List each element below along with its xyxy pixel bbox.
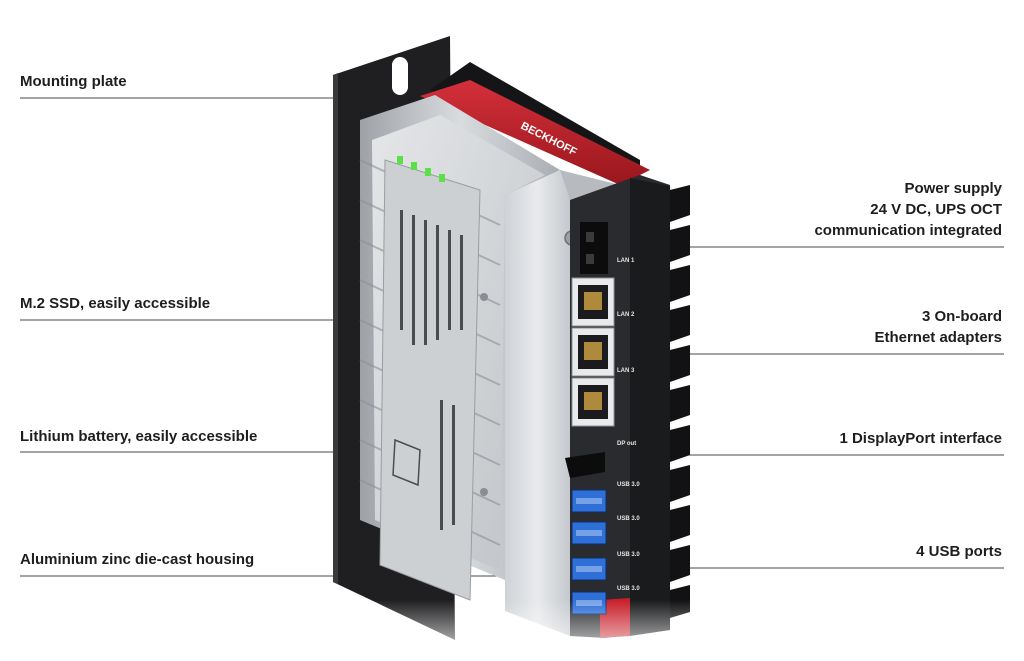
port-label-lan3: LAN 3 [617,368,635,374]
callout-displayport: 1 DisplayPort interface [839,428,1002,449]
usb-port-2 [571,521,607,545]
callout-displayport-text: 1 DisplayPort interface [839,430,1002,447]
power-connector [580,222,608,274]
side-cover [359,95,560,601]
callout-housing: Aluminium zinc die-cast housing [20,549,254,570]
port-label-usb3: USB 3.0 [617,552,640,558]
screw-icon [480,488,488,496]
callout-usb-text: 4 USB ports [916,543,1002,560]
callout-mounting-plate: Mounting plate [20,71,127,92]
port-label-usb2: USB 3.0 [617,516,640,522]
callout-power-supply-line-1: Power supply [904,180,1002,197]
status-leds [397,156,445,182]
type-plate [379,159,481,601]
connector-column: LAN 1 LAN 2 LAN 3 DP out USB 3.0 USB 3.0… [565,175,690,638]
port-label-usb1: USB 3.0 [617,482,640,488]
type-plate-text-lines [400,210,463,530]
callout-power-supply-line-3: communication integrated [814,222,1002,239]
callout-ethernet-line-2: Ethernet adapters [874,329,1002,346]
callout-power-supply: Power supply 24 V DC, UPS OCT communicat… [814,178,1002,241]
side-fins [670,185,690,618]
port-label-dp: DP out [617,441,636,447]
keyhole-slot [392,57,408,95]
callout-m2-ssd: M.2 SSD, easily accessible [20,293,210,314]
callout-ethernet-line-1: 3 On-board [921,308,1002,325]
callout-lithium-battery-text: Lithium battery, easily accessible [20,428,258,445]
displayport-port [565,452,605,478]
callout-housing-text: Aluminium zinc die-cast housing [20,551,255,568]
usb-port-1 [571,489,607,513]
screw-icon [480,293,488,301]
port-label-usb4: USB 3.0 [617,586,640,592]
lan-port-1 [571,277,615,327]
port-label-lan1: LAN 1 [617,258,635,264]
callout-power-supply-line-2: 24 V DC, UPS OCT [870,201,1002,218]
callout-usb: 4 USB ports [916,541,1002,562]
lan-port-2 [571,327,615,377]
callout-m2-ssd-text: M.2 SSD, easily accessible [20,295,211,312]
usb-port-3 [571,557,607,581]
lan-port-3 [571,377,615,427]
warning-symbol [392,438,421,487]
floor-reflection [330,600,710,661]
callout-ethernet: 3 On-board Ethernet adapters [874,306,1002,348]
port-label-lan2: LAN 2 [617,312,635,318]
callout-lithium-battery: Lithium battery, easily accessible [20,426,257,447]
callout-mounting-plate-text: Mounting plate [20,73,127,90]
